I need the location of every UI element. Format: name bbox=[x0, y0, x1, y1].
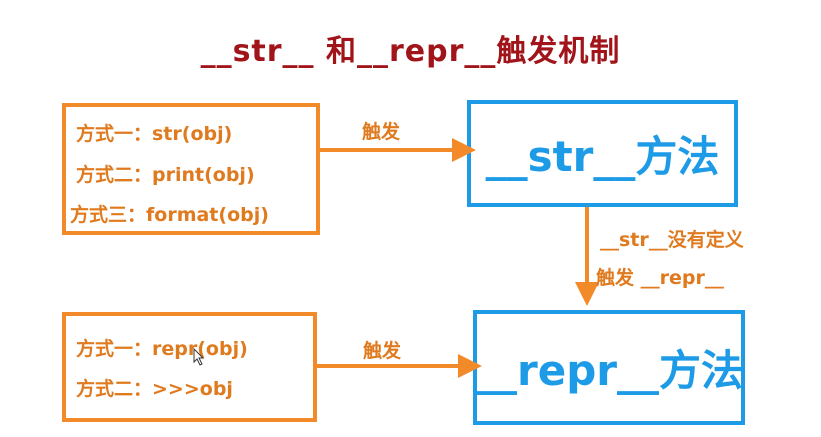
down-label-condition: __str__没有定义 bbox=[600, 229, 744, 251]
str-method-box: __str__方法 bbox=[467, 100, 738, 207]
repr-trigger-methods-box bbox=[62, 312, 317, 422]
arrow-bottom-label: 触发 bbox=[363, 340, 402, 362]
arrow-bottom bbox=[317, 354, 482, 378]
repr-method-box: __repr__方法 bbox=[473, 310, 745, 425]
str-method-2: 方式二：print(obj) bbox=[76, 164, 255, 186]
arrow-top-label: 触发 bbox=[362, 121, 401, 143]
diagram-title: __str__ 和__repr__触发机制 bbox=[200, 34, 621, 69]
down-label-trigger: 触发 __repr__ bbox=[596, 267, 724, 289]
arrow-down bbox=[575, 207, 599, 306]
str-method-3: 方式三：format(obj) bbox=[70, 204, 269, 226]
mouse-cursor-icon bbox=[193, 348, 205, 366]
arrow-top bbox=[320, 138, 476, 162]
str-method-1: 方式一：str(obj) bbox=[76, 123, 233, 145]
str-trigger-methods-box bbox=[62, 103, 320, 235]
repr-method-2: 方式二：>>>obj bbox=[76, 378, 233, 400]
repr-method-1: 方式一：repr(obj) bbox=[76, 338, 248, 360]
